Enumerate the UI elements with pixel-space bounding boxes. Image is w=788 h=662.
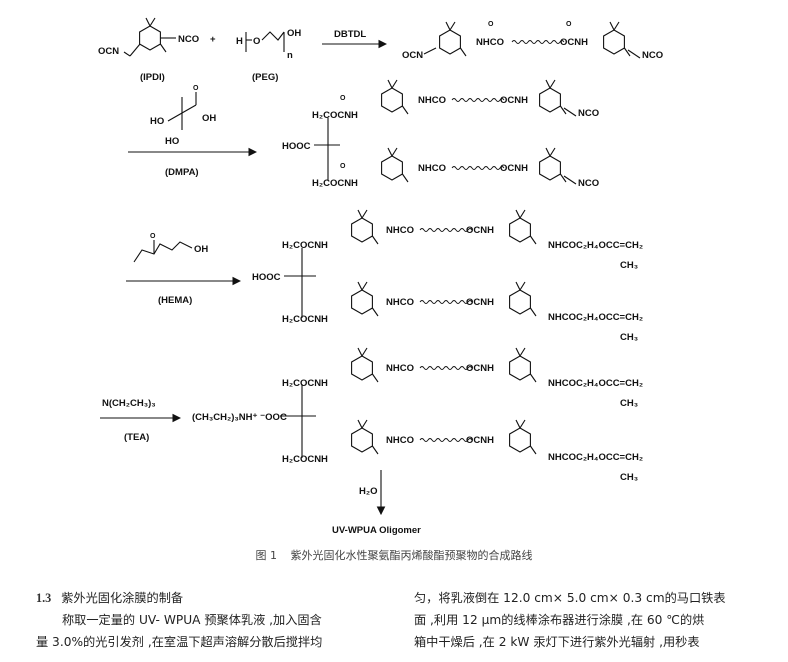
svg-text:(CH₃CH₂)₃NH⁺ ⁻OOC: (CH₃CH₂)₃NH⁺ ⁻OOC	[192, 412, 287, 423]
dmpa-structure: HO O OH HO	[150, 85, 216, 147]
section-heading: 1.3 紫外光固化涂膜的制备	[36, 587, 390, 609]
ipdi-nco-label: NCO	[178, 34, 199, 45]
synthesis-scheme: NCO OCN (IPDI) + H O OH n (PEG) DBTDL OC…	[98, 17, 663, 535]
svg-text:NHCO: NHCO	[386, 297, 414, 308]
svg-text:O: O	[150, 233, 156, 240]
oligomer-salt: (CH₃CH₂)₃NH⁺ ⁻OOC H₂COCNH H₂COCNH NHCO O…	[192, 347, 643, 483]
svg-text:OCNH: OCNH	[466, 435, 494, 446]
svg-text:O: O	[488, 21, 494, 28]
svg-text:CH₃: CH₃	[620, 260, 638, 271]
section-title: 紫外光固化涂膜的制备	[61, 591, 184, 605]
svg-text:CH₃: CH₃	[620, 332, 638, 343]
prepolymer-3: HOOC H₂COCNH H₂COCNH NHCO OCNH NHCOC₂H₄O…	[252, 209, 643, 343]
svg-text:OCNH: OCNH	[466, 297, 494, 308]
svg-text:H₂COCNH: H₂COCNH	[282, 454, 328, 465]
svg-text:OCNH: OCNH	[466, 363, 494, 374]
svg-text:H₂COCNH: H₂COCNH	[282, 240, 328, 251]
peg-structure: H O OH n	[236, 28, 301, 61]
plus-sign: +	[210, 34, 216, 45]
ipdi-label: (IPDI)	[140, 72, 165, 83]
svg-text:O: O	[566, 21, 572, 28]
tea-formula: N(CH₂CH₃)₃	[102, 398, 156, 409]
dmpa-label: (DMPA)	[165, 167, 199, 178]
svg-text:NHCO: NHCO	[386, 435, 414, 446]
hema-label: (HEMA)	[158, 295, 192, 306]
reaction-row-2: HO O OH HO (DMPA) HOOC H₂COCNH O H₂COCNH…	[128, 79, 599, 189]
svg-text:H₂COCNH: H₂COCNH	[312, 110, 358, 121]
svg-text:NHCO: NHCO	[386, 225, 414, 236]
svg-text:HO: HO	[165, 136, 179, 147]
prepolymer-1: OCN NHCO O OCNH O NCO	[402, 21, 663, 61]
reaction-row-3: O OH (HEMA) HOOC H₂COCNH H₂COCNH NHCO OC…	[126, 209, 643, 343]
paragraph-line: 箱中干燥后 ,在 2 kW 汞灯下进行紫外光辐射 ,用秒表	[414, 635, 700, 649]
svg-text:NHCO: NHCO	[476, 37, 504, 48]
svg-text:O: O	[193, 85, 199, 92]
peg-label: (PEG)	[252, 72, 278, 83]
svg-text:OH: OH	[287, 28, 301, 39]
svg-text:OH: OH	[194, 244, 208, 255]
svg-text:CH₃: CH₃	[620, 472, 638, 483]
svg-text:CH₃: CH₃	[620, 398, 638, 409]
body-column-right: 匀，将乳液倒在 12.0 cm× 5.0 cm× 0.3 cm的马口铁表 面 ,…	[414, 587, 764, 653]
figure-number: 图 1	[255, 549, 278, 562]
hema-structure: O OH	[133, 233, 208, 263]
svg-text:H₂COCNH: H₂COCNH	[282, 378, 328, 389]
svg-text:OH: OH	[202, 113, 216, 124]
svg-text:O: O	[253, 36, 260, 47]
paragraph-line: 匀，将乳液倒在 12.0 cm× 5.0 cm× 0.3 cm的马口铁表	[414, 591, 726, 605]
svg-text:OCN: OCN	[402, 50, 423, 61]
ipdi-structure: NCO OCN	[98, 17, 199, 57]
paragraph-line: 量 3.0%的光引发剂 ,在室温下超声溶解分散后搅拌均	[36, 635, 323, 649]
reaction-row-1: NCO OCN (IPDI) + H O OH n (PEG) DBTDL OC…	[98, 17, 663, 83]
svg-text:NHCOC₂H₄OCC=CH₂: NHCOC₂H₄OCC=CH₂	[548, 378, 643, 389]
svg-text:HOOC: HOOC	[252, 272, 281, 283]
svg-text:HOOC: HOOC	[282, 141, 311, 152]
svg-text:OCNH: OCNH	[500, 163, 528, 174]
ipdi-ocn-label: OCN	[98, 46, 119, 57]
svg-text:NHCO: NHCO	[386, 363, 414, 374]
reaction-row-4: N(CH₂CH₃)₃ (TEA) (CH₃CH₂)₃NH⁺ ⁻OOC H₂COC…	[100, 347, 643, 535]
svg-text:NHCO: NHCO	[418, 163, 446, 174]
svg-text:OCNH: OCNH	[500, 95, 528, 106]
svg-text:O: O	[340, 163, 346, 170]
svg-text:NCO: NCO	[642, 50, 663, 61]
paragraph-line: 称取一定量的 UV- WPUA 预聚体乳液 ,加入固含	[62, 613, 322, 627]
catalyst-label: DBTDL	[334, 29, 366, 40]
svg-text:NCO: NCO	[578, 108, 599, 119]
svg-text:H₂COCNH: H₂COCNH	[312, 178, 358, 189]
svg-text:OCNH: OCNH	[466, 225, 494, 236]
tea-label: (TEA)	[124, 432, 149, 443]
body-column-left: 1.3 紫外光固化涂膜的制备 称取一定量的 UV- WPUA 预聚体乳液 ,加入固…	[36, 587, 390, 653]
svg-text:H: H	[236, 36, 243, 47]
product-label: UV-WPUA Oligomer	[332, 525, 421, 535]
figure-caption: 图 1 紫外光固化水性聚氨酯丙烯酸酯预聚物的合成路线	[0, 547, 788, 563]
figure-caption-text: 紫外光固化水性聚氨酯丙烯酸酯预聚物的合成路线	[290, 549, 533, 562]
water-label: H₂O	[359, 486, 377, 497]
svg-text:NHCOC₂H₄OCC=CH₂: NHCOC₂H₄OCC=CH₂	[548, 312, 643, 323]
paragraph-line: 面 ,利用 12 μm的线棒涂布器进行涂膜 ,在 60 ℃的烘	[414, 613, 705, 627]
svg-text:HO: HO	[150, 116, 164, 127]
prepolymer-2: HOOC H₂COCNH O H₂COCNH O NHCO OCNH NCO N…	[282, 79, 599, 189]
svg-text:O: O	[340, 95, 346, 102]
svg-text:n: n	[287, 50, 293, 61]
svg-text:NHCOC₂H₄OCC=CH₂: NHCOC₂H₄OCC=CH₂	[548, 240, 643, 251]
svg-text:OCNH: OCNH	[560, 37, 588, 48]
svg-text:NHCOC₂H₄OCC=CH₂: NHCOC₂H₄OCC=CH₂	[548, 452, 643, 463]
svg-text:NCO: NCO	[578, 178, 599, 189]
svg-text:H₂COCNH: H₂COCNH	[282, 314, 328, 325]
svg-text:NHCO: NHCO	[418, 95, 446, 106]
section-number: 1.3	[36, 591, 52, 605]
